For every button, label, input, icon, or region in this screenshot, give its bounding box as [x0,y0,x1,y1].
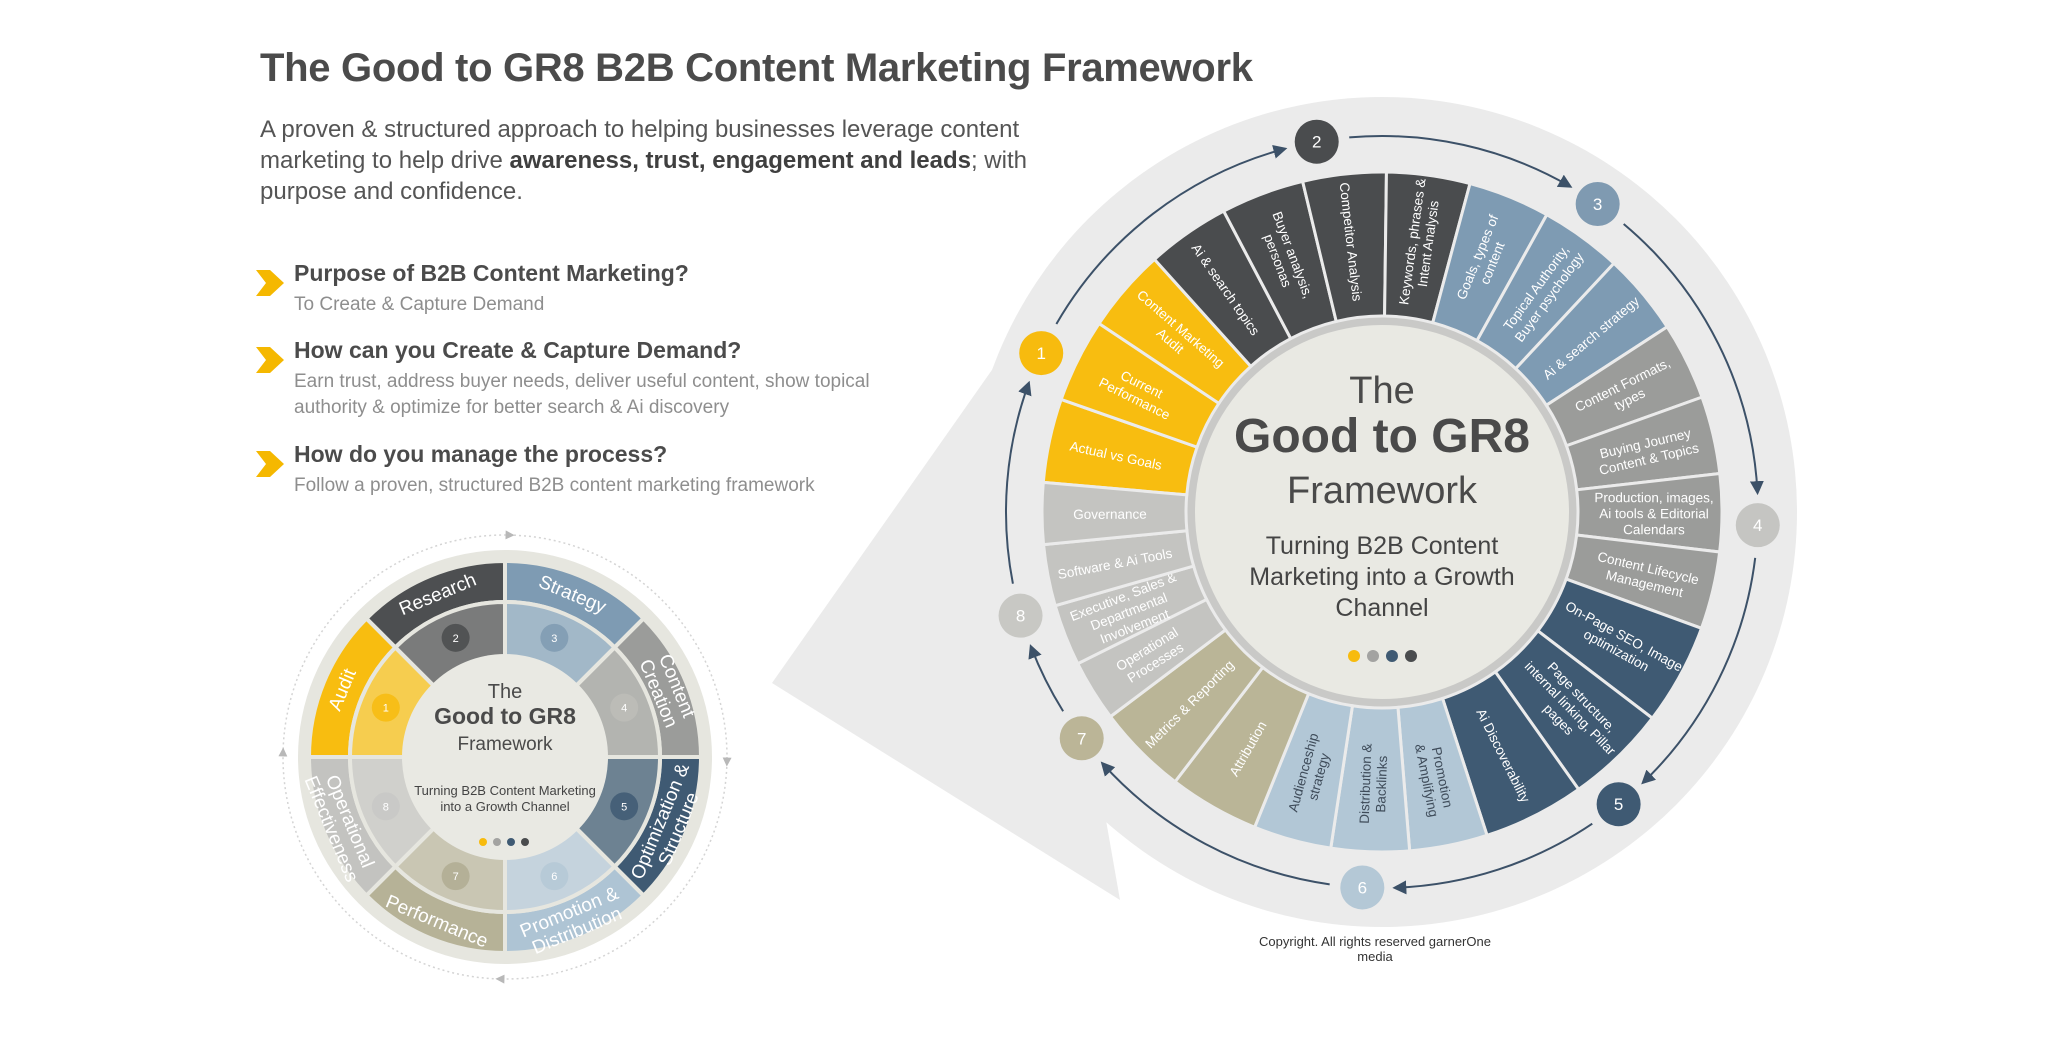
center-title: Framework [1287,470,1478,512]
step-badge [1294,119,1339,164]
step-badge [540,623,569,652]
center-title: Framework [457,734,553,755]
intro-paragraph: A proven & structured approach to helpin… [260,114,1110,207]
step-badge [371,693,400,722]
cycle-ring [282,534,728,980]
arrow-bullet-icon [256,347,284,373]
intro-text-end: ; with purpose and confidence. [260,147,1027,205]
cycle-arrow [1100,761,1330,886]
indicator-dot [1386,650,1398,662]
step-number: 1 [1036,344,1045,363]
step-number: 5 [621,801,627,813]
intro-emphasis: awareness, trust, engagement and leads [509,147,971,174]
indicator-dot [1348,650,1360,662]
phase-segment [1040,480,1189,547]
segment-label-line: Calendars [1623,522,1685,537]
step-number: 6 [551,871,557,883]
segment-label-line: Distribution & [1357,743,1375,824]
step-badge [441,623,470,652]
step-number: 4 [621,703,627,715]
indicator-dot [1367,650,1379,662]
cycle-arrow [1641,557,1757,785]
question-answer: Earn trust, address buyer needs, deliver… [294,371,870,418]
center-disc [402,654,608,860]
big-wheel: Actual vs GoalsCurrentPerformanceContent… [998,119,1780,910]
segment-label: Distribution &Backlinks [1357,743,1391,824]
center-tagline: Marketing into a Growth [1249,563,1514,591]
cycle-arrow [1028,644,1064,712]
step-number: 6 [1358,878,1367,897]
cycle-arrow [1623,223,1764,496]
step-badge [1340,865,1385,910]
segment-label-line: Ai tools & Editorial [1599,506,1709,521]
cycle-arrow [1055,144,1288,325]
step-badge [1059,716,1104,761]
indicator-dot [493,838,501,846]
step-number: 3 [1593,195,1602,214]
center-tagline: Channel [1335,594,1428,622]
arrow-bullet-icon [256,451,284,477]
cycle-arrow [1349,135,1573,188]
question-heading: How can you Create & Capture Demand? [294,337,742,363]
center-tagline: Turning B2B Content [1266,532,1499,560]
page-title: The Good to GR8 B2B Content Marketing Fr… [260,46,1253,90]
step-badge [1735,503,1780,548]
segment-label-line: Production, images, [1594,490,1713,505]
center-title: The [488,681,522,703]
indicator-dot [521,838,529,846]
question-heading: Purpose of B2B Content Marketing? [294,260,689,286]
step-badge [610,693,639,722]
phase-group: Actual vs GoalsCurrentPerformanceContent… [1019,257,1253,497]
question-answer: To Create & Capture Demand [294,294,545,315]
segment-label: Governance [1073,507,1147,522]
question-heading: How do you manage the process? [294,441,668,467]
arrow-bullet-icon [256,270,284,296]
step-badge [371,792,400,821]
bubble-tail [772,330,1120,900]
step-badge [540,862,569,891]
step-number: 8 [1016,607,1025,626]
step-badge [1019,331,1064,376]
center-disc [1195,325,1569,699]
indicator-dot [507,838,515,846]
center-title: Good to GR8 [1234,410,1530,463]
step-badge [441,862,470,891]
step-badge [1575,181,1620,226]
step-number: 5 [1614,795,1623,814]
segment-label-line: Governance [1073,507,1147,522]
center-title: The [1349,370,1414,412]
copyright-text: Copyright. All rights reserved garnerOne… [1259,934,1491,964]
cycle-arrow [1005,380,1032,584]
indicator-dot [479,838,487,846]
segment-label-line: Backlinks [1373,755,1390,813]
center-tagline: into a Growth Channel [440,799,569,814]
step-number: 7 [1077,729,1086,748]
indicator-dot [1405,650,1417,662]
step-number: 2 [453,633,459,645]
step-number: 1 [383,703,389,715]
step-badge [1596,782,1641,827]
step-number: 7 [453,871,459,883]
question-answer: Follow a proven, structured B2B content … [294,475,815,496]
step-number: 3 [551,633,557,645]
step-number: 8 [383,801,389,813]
step-number: 4 [1753,516,1762,535]
center-tagline: Turning B2B Content Marketing [414,783,596,798]
step-badge [998,593,1043,638]
cycle-arrow [1392,822,1593,895]
intro-text: A proven & structured approach to helpin… [260,116,1020,174]
step-number: 2 [1312,133,1321,152]
cycle-arrow-icon [495,974,505,984]
center-title: Good to GR8 [434,703,576,729]
step-badge [610,792,639,821]
